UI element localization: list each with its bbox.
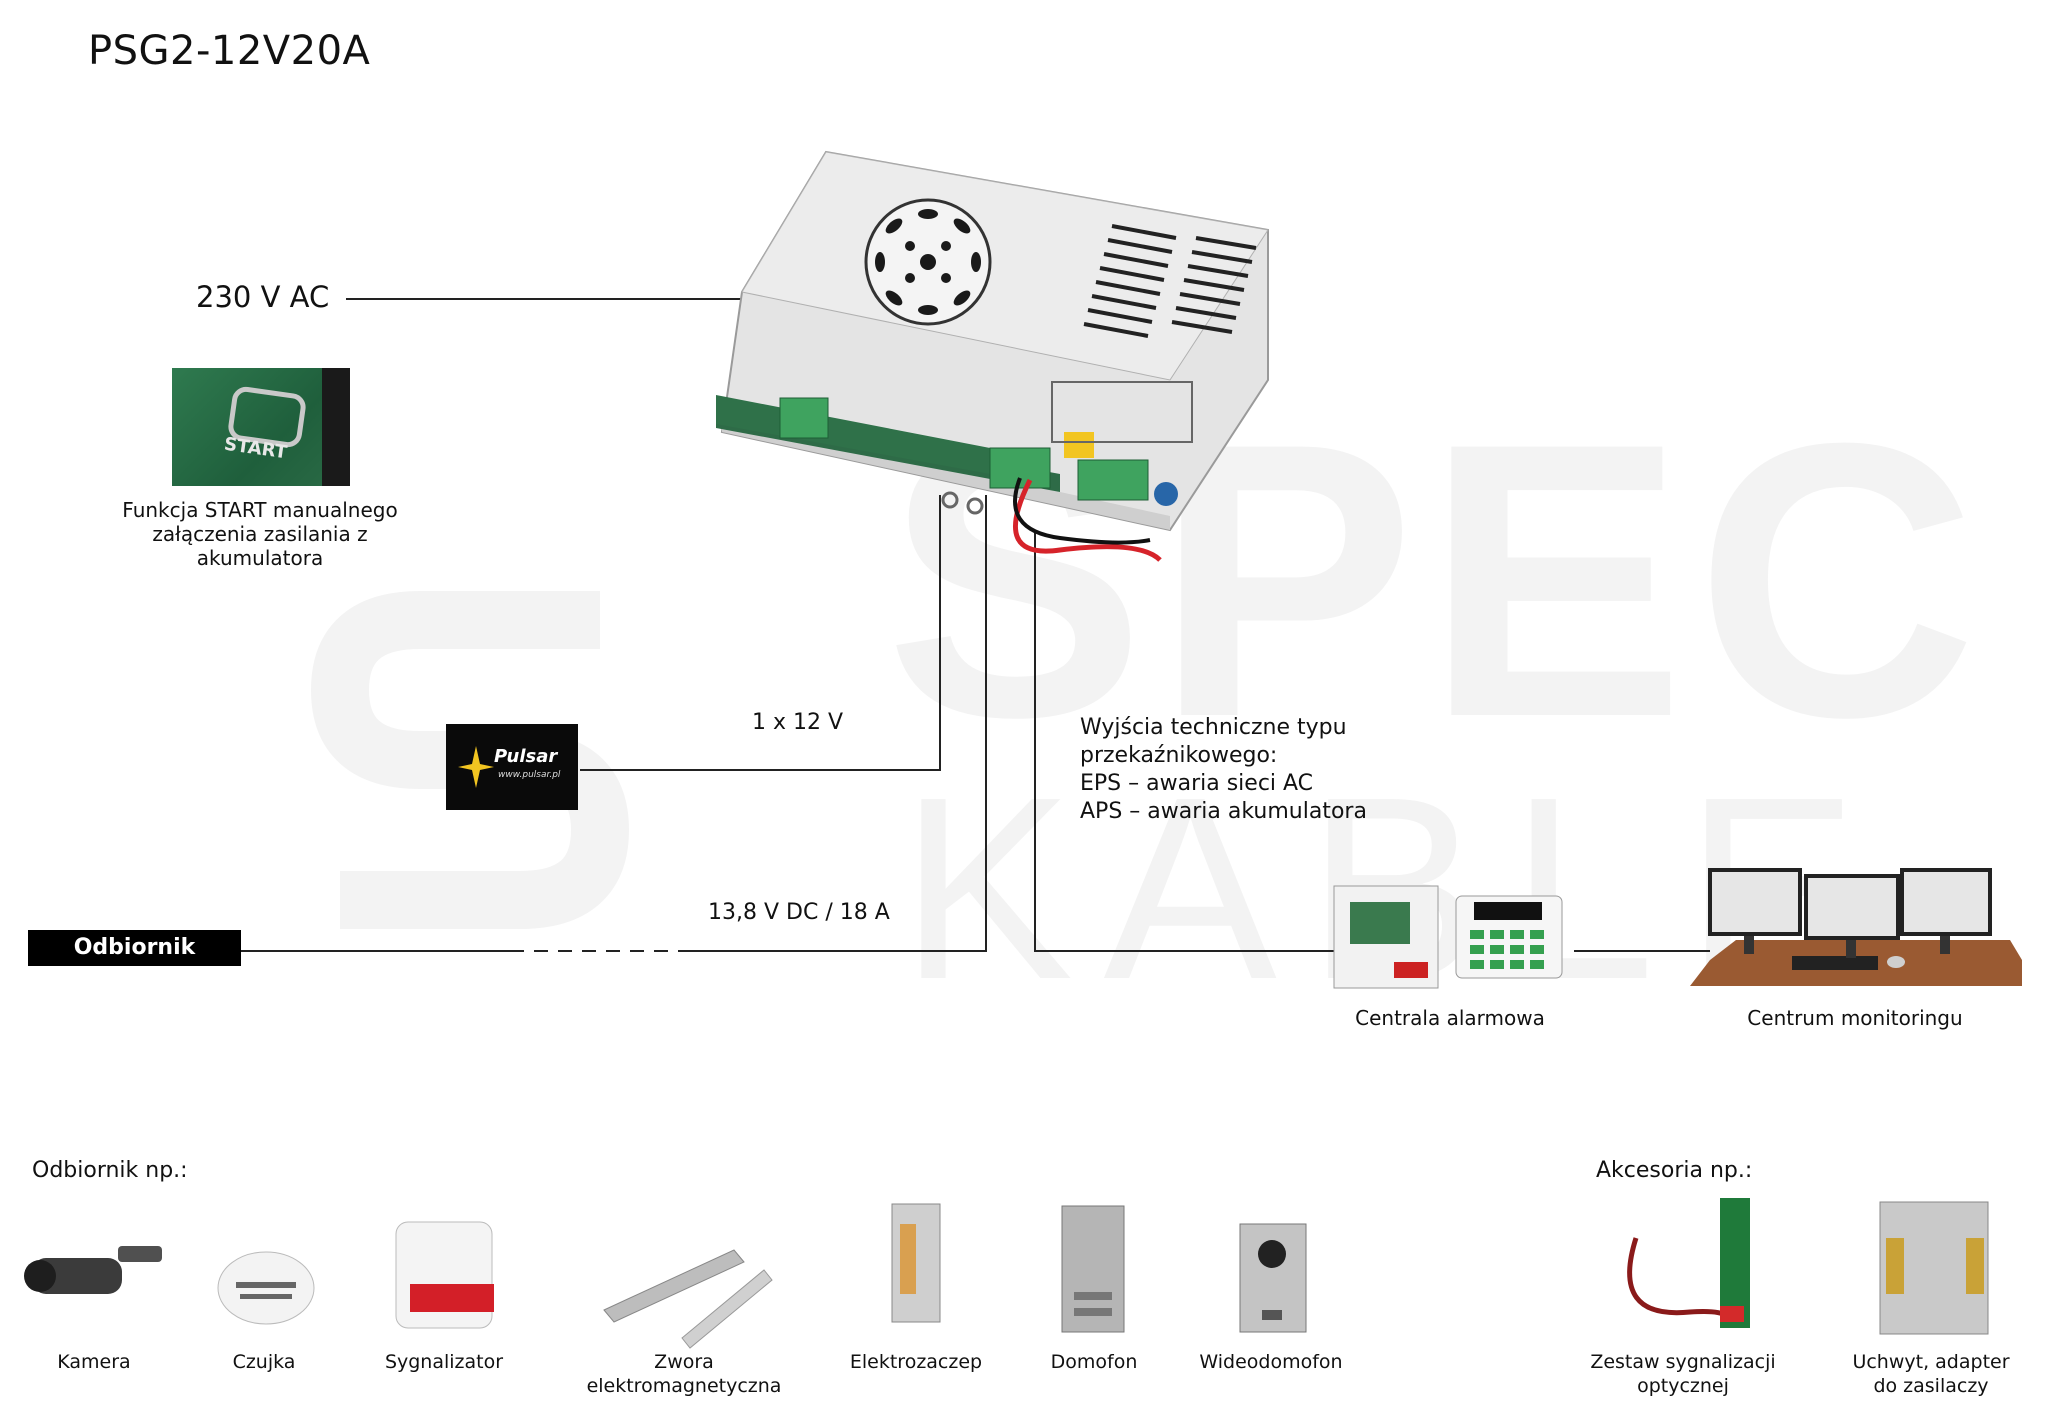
receiver-item-magnetic-lock-line1: Zwora — [654, 1351, 714, 1373]
page-title: PSG2-12V20A — [88, 28, 371, 74]
detector-icon — [217, 1251, 315, 1325]
receiver-item-siren: Sygnalizator — [384, 1351, 504, 1373]
accessory-item-led-module: Zestaw sygnalizacji optycznej — [1578, 1350, 1788, 1398]
relay-line3: EPS – awaria sieci AC — [1080, 771, 1314, 796]
ac-input-label: 230 V AC — [196, 280, 330, 314]
output-label: 13,8 V DC / 18 A — [708, 900, 890, 925]
battery-line — [580, 495, 941, 771]
receiver-item-detector: Czujka — [232, 1351, 296, 1373]
receiver-item-camera: Kamera — [57, 1351, 131, 1373]
power-supply-unit — [716, 150, 1269, 562]
mounting-bracket-icon — [1879, 1201, 1989, 1335]
relay-outputs-text: Wyjścia techniczne typu przekaźnikowego:… — [1080, 714, 1367, 826]
battery-cable — [1013, 478, 1162, 562]
pulsar-url: www.pulsar.pl — [498, 770, 561, 780]
accessory-item-led-module-line1: Zestaw sygnalizacji — [1590, 1351, 1776, 1373]
relay-line4: APS – awaria akumulatora — [1080, 799, 1367, 824]
intercom-icon — [1061, 1205, 1125, 1333]
accessory-item-led-module-line2: optycznej — [1637, 1375, 1729, 1397]
accessory-item-bracket: Uchwyt, adapter do zasilaczy — [1836, 1350, 2026, 1398]
receiver-box: Odbiornik — [28, 930, 241, 966]
siren-icon — [395, 1221, 494, 1329]
led-module-icon — [1627, 1198, 1750, 1328]
electric-strike-icon — [891, 1203, 941, 1323]
output-line — [690, 495, 987, 952]
start-caption-line1: Funkcja START manualnego — [122, 498, 398, 522]
relay-line2: przekaźnikowego: — [1080, 743, 1278, 768]
receiver-item-electric-strike: Elektrozaczep — [849, 1351, 983, 1373]
relay-line1: Wyjścia techniczne typu — [1080, 715, 1347, 740]
receiver-item-video-intercom: Wideodomofon — [1199, 1351, 1343, 1373]
relay-line — [1034, 530, 1334, 952]
alarm-panel-image — [1333, 885, 1563, 989]
magnetic-lock-icon — [603, 1249, 773, 1349]
accessory-item-bracket-line1: Uchwyt, adapter — [1852, 1351, 2010, 1373]
battery-pulsar: Pulsar www.pulsar.pl — [446, 724, 578, 810]
receiver-item-magnetic-lock: Zwora elektromagnetyczna — [574, 1350, 794, 1398]
pulsar-brand: Pulsar — [494, 746, 558, 767]
pulsar-star-icon — [458, 746, 494, 788]
video-intercom-icon — [1239, 1223, 1307, 1333]
monitoring-center-label: Centrum monitoringu — [1747, 1006, 1963, 1030]
receivers-heading: Odbiornik np.: — [32, 1158, 188, 1183]
start-caption-line2: załączenia zasilania z akumulatora — [152, 522, 368, 570]
receiver-item-intercom: Domofon — [1050, 1351, 1138, 1373]
start-button-photo: START — [172, 368, 350, 486]
receiver-item-magnetic-lock-line2: elektromagnetyczna — [586, 1375, 782, 1397]
start-caption: Funkcja START manualnego załączenia zasi… — [90, 498, 430, 570]
camera-icon — [24, 1246, 162, 1294]
accessory-item-bracket-line2: do zasilaczy — [1873, 1375, 1989, 1397]
monitoring-center-image — [1690, 868, 2022, 986]
alarm-panel-label: Centrala alarmowa — [1355, 1006, 1545, 1030]
battery-label: 1 x 12 V — [752, 710, 844, 735]
accessories-heading: Akcesoria np.: — [1596, 1158, 1753, 1183]
